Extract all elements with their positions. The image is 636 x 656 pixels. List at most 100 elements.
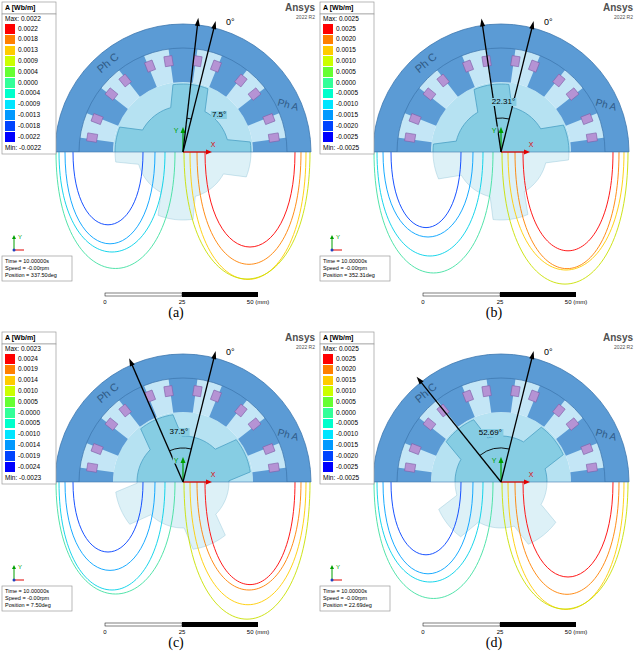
max-value: Max: 0.0025: [323, 16, 359, 23]
arrow-head: [211, 21, 216, 29]
legend-row: 0.0005: [5, 397, 38, 407]
flux-contour: [508, 482, 624, 609]
coil-side: [119, 74, 132, 87]
version-label: 2022 R2: [296, 345, 315, 350]
legend-value: 0.0009: [18, 58, 38, 65]
position-readout: Position = 352.31deg: [323, 273, 375, 279]
color-swatch: [323, 408, 333, 418]
legend-box: [2, 14, 56, 154]
version-label: 2022 R2: [614, 15, 633, 20]
scale-bar: [105, 623, 182, 626]
coil-side: [528, 60, 539, 72]
fea-panel: [320, 2, 629, 297]
quantity-label: A [Wb/m]: [5, 334, 35, 341]
flux-contour: [383, 152, 473, 237]
flux-contour: [56, 482, 175, 594]
legend-row: 0.0000: [323, 78, 356, 88]
scale-tick: 50 (mm): [565, 299, 587, 305]
legend-row: -0.0009: [5, 100, 40, 110]
legend-row: 0.0022: [5, 24, 38, 34]
scale-tick: 25: [179, 299, 186, 305]
time-readout: Time = 10.00000s: [5, 259, 49, 265]
version-label: 2022 R2: [296, 15, 315, 20]
coil-side: [210, 390, 221, 402]
stator-yoke: [55, 354, 311, 482]
color-swatch: [323, 56, 333, 66]
coil-side: [511, 386, 520, 397]
color-swatch: [323, 100, 333, 110]
legend-value: -0.0025: [336, 134, 358, 141]
version-label: 2022 R2: [614, 345, 633, 350]
legend-row: 0.0000: [5, 78, 38, 88]
time-readout: Time = 10.00000s: [5, 589, 49, 595]
triad-origin: [13, 579, 16, 582]
flux-contour: [65, 152, 155, 244]
legend-row: 0.0014: [5, 376, 38, 386]
color-swatch: [5, 386, 15, 396]
color-swatch: [323, 365, 333, 375]
axis-label: Y: [173, 457, 180, 464]
speed-readout: Speed = -0.00rpm: [323, 266, 367, 272]
legend-value: 0.0014: [18, 377, 38, 384]
flux-contour: [65, 482, 155, 570]
color-swatch: [5, 56, 15, 66]
arrow-head: [195, 18, 200, 26]
scale-bar: [182, 292, 258, 297]
legend-value: 0.0005: [336, 69, 356, 76]
legend-value: 0.0010: [18, 388, 38, 395]
coil-side: [423, 418, 436, 431]
color-swatch: [323, 121, 333, 131]
color-swatch: [5, 46, 15, 56]
legend-row: -0.0005: [323, 419, 358, 429]
legend-value: 0.0022: [18, 26, 38, 33]
triad-axis: [332, 238, 333, 250]
panel-label: (b): [486, 306, 502, 320]
time-readout: Time = 10.00000s: [323, 589, 367, 595]
flux-contour: [374, 152, 493, 273]
angle-arc: [480, 448, 509, 455]
legend-row: -0.0005: [5, 419, 40, 429]
legend-value: -0.0025: [336, 464, 358, 471]
brand-label: Ansys: [285, 3, 315, 13]
flux-contour: [391, 152, 461, 228]
angle-arc: [187, 118, 191, 120]
legend-value: -0.0015: [336, 442, 358, 449]
coil-side: [164, 56, 173, 67]
legend-row: 0.0010: [323, 386, 356, 396]
legend-value: 0.0020: [336, 366, 356, 373]
color-swatch: [5, 451, 15, 461]
color-swatch: [5, 24, 15, 34]
axis-label: Y: [18, 234, 22, 240]
rotor-shadow: [433, 152, 569, 220]
color-swatch: [5, 67, 15, 77]
legend-value: -0.0015: [336, 112, 358, 119]
min-value: Min: -0.0025: [323, 145, 359, 152]
coil-side: [164, 386, 173, 397]
legend-value: 0.0020: [336, 36, 356, 43]
legend-row: 0.0019: [5, 365, 38, 375]
arrow-head: [480, 18, 485, 26]
angle-label: 37.5°: [168, 428, 189, 436]
max-value: Max: 0.0025: [323, 346, 359, 353]
legend-row: -0.0000: [5, 408, 40, 418]
legend-row: 0.0004: [5, 67, 38, 77]
color-swatch: [5, 419, 15, 429]
angle-arc: [496, 118, 509, 119]
angle-arrow: [183, 358, 214, 482]
axis-label: Y: [491, 457, 498, 464]
legend-row: 0.0025: [323, 24, 356, 34]
angle-arrow: [483, 25, 502, 152]
coil-side: [87, 463, 98, 472]
color-swatch: [5, 110, 15, 120]
coil-side: [193, 386, 202, 397]
legend-value: -0.0010: [18, 431, 40, 438]
coil-side: [409, 114, 421, 125]
angle-arrow: [183, 28, 214, 152]
coil-side: [463, 390, 474, 402]
angle-arrow: [183, 25, 197, 152]
legend-row: 0.0000: [323, 408, 356, 418]
legend-value: -0.0013: [18, 112, 40, 119]
legend-row: 0.0010: [323, 56, 356, 66]
